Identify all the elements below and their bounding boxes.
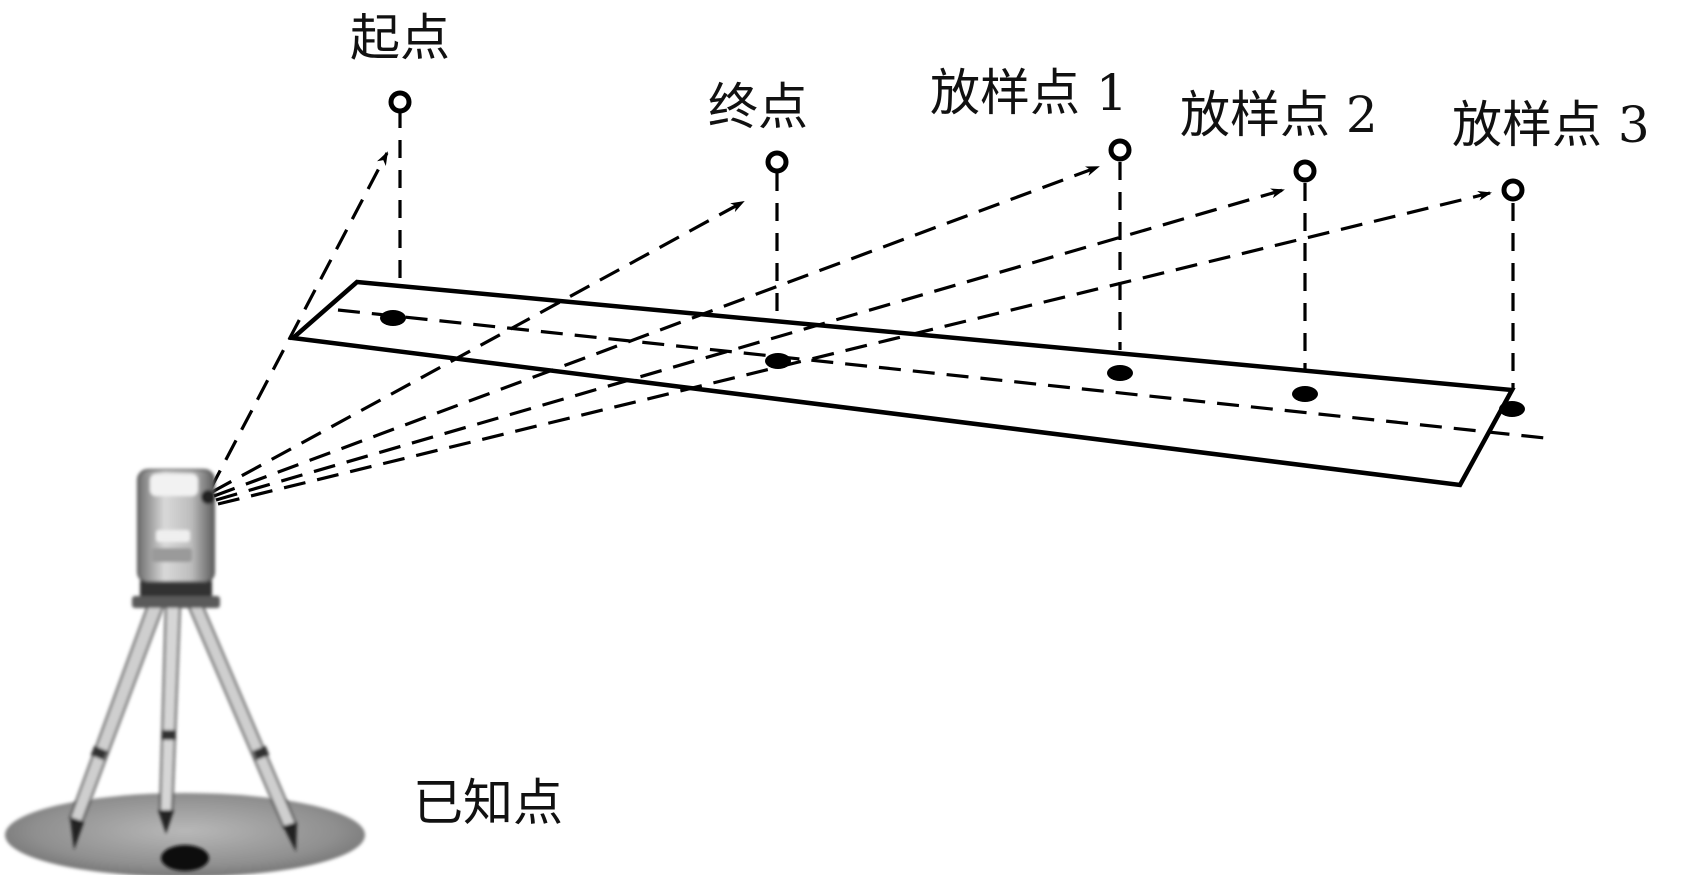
ground-point-stake1	[1107, 365, 1133, 381]
label-stake2: 放样点 2	[1180, 86, 1378, 144]
marker-stake1	[1108, 138, 1132, 162]
ground-point-start	[380, 310, 406, 326]
instrument-lens	[201, 490, 215, 504]
sight-line-stake1	[213, 165, 1100, 498]
leg-clamp-right	[252, 745, 270, 761]
label-stake3: 放样点 3	[1452, 96, 1650, 154]
tribrach	[140, 578, 212, 600]
sight-line-stake3	[217, 190, 1492, 506]
leg-clamp-left	[90, 745, 108, 761]
sight-line-end	[211, 200, 745, 494]
ground-point-stake3	[1499, 401, 1525, 417]
marker-stake3	[1501, 178, 1525, 202]
tripod-foot-left	[70, 818, 84, 850]
instrument-keypad	[152, 548, 192, 562]
tripod-foot-middle	[158, 810, 174, 834]
label-known-point: 已知点	[413, 774, 563, 832]
total-station-illustration	[5, 469, 365, 875]
tripod-head	[132, 596, 220, 608]
label-end: 终点	[708, 78, 808, 136]
tripod-leg-middle	[158, 603, 182, 813]
ground-point-end	[765, 353, 791, 369]
marker-end	[765, 150, 789, 174]
marker-start	[388, 90, 412, 114]
leg-clamp-middle	[162, 730, 176, 740]
ground-ellipse	[5, 793, 365, 875]
strip-outline	[287, 279, 1516, 488]
instrument-display	[156, 530, 190, 542]
label-stake1: 放样点 1	[930, 64, 1128, 122]
known-point-mark	[161, 845, 209, 871]
instrument-handle	[150, 474, 198, 496]
sight-line-stake2	[215, 188, 1285, 502]
tripod-foot-right	[283, 822, 297, 852]
label-start: 起点	[350, 9, 450, 67]
tripod-leg-left	[68, 598, 166, 824]
sight-line-start	[208, 151, 389, 491]
marker-stake2	[1293, 159, 1317, 183]
ground-point-stake2	[1292, 386, 1318, 402]
